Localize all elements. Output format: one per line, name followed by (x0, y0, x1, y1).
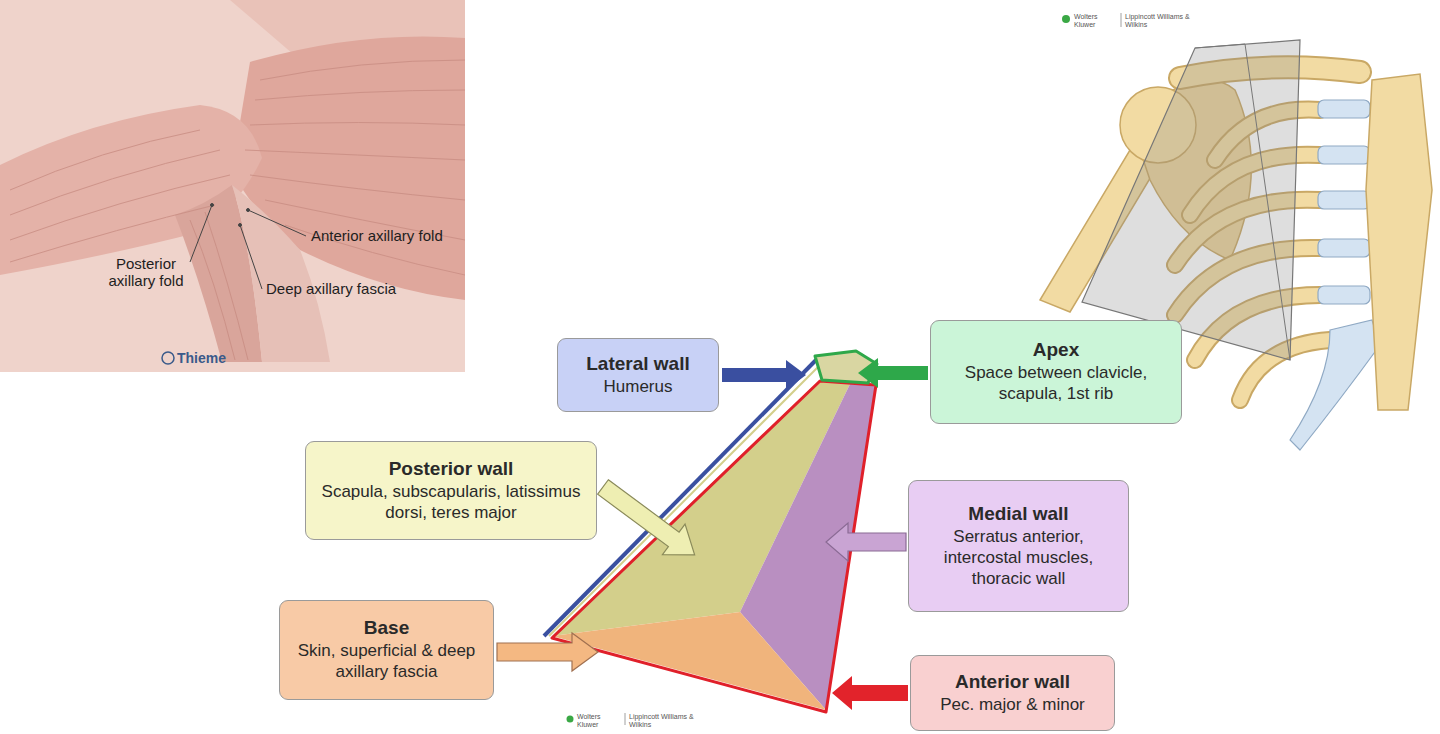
publisher-watermark: Thieme (177, 350, 237, 366)
base-box: BaseSkin, superficial & deep axillary fa… (279, 600, 494, 700)
skeleton-illustration-part (1318, 100, 1370, 118)
wall-description: Humerus (604, 376, 673, 397)
skeleton-illustration-part (1195, 44, 1290, 360)
publisher-watermark: Lippincott Williams & Wilkins (629, 713, 709, 729)
wall-heading: Lateral wall (586, 353, 690, 376)
callout-arrows-part (826, 523, 906, 561)
callout-arrows-part (497, 633, 598, 671)
muscle-illustration-part (10, 205, 215, 262)
wall-description: Serratus anterior, intercostal muscles, … (919, 526, 1118, 590)
muscle-illustration-part (248, 210, 306, 236)
callout-arrows (497, 358, 928, 725)
skeleton-illustration-part (1318, 239, 1370, 257)
part-label: Deep axillary fascia (266, 280, 426, 297)
muscle-illustration-part (211, 204, 214, 207)
muscle-illustration-part (240, 225, 262, 289)
part-label: Posterior axillary fold (96, 255, 196, 290)
skeleton-illustration-part (1318, 191, 1370, 209)
axilla-pyramid-part (552, 381, 876, 712)
anterior-wall-box: Anterior wallPec. major & minor (910, 655, 1115, 731)
axilla-pyramid-part (552, 612, 826, 710)
wall-description: Skin, superficial & deep axillary fascia (294, 640, 479, 683)
skeleton-illustration-part (1366, 74, 1432, 410)
muscle-illustration-part (10, 175, 230, 240)
muscle-illustration-part (190, 205, 212, 262)
muscle-illustration (0, 0, 465, 372)
wall-description: Pec. major & minor (940, 694, 1085, 715)
skeleton-illustration-part (1082, 40, 1300, 360)
muscle-illustration-part (247, 209, 250, 212)
wall-description: Scapula, subscapularis, latissimus dorsi… (319, 481, 584, 524)
muscle-illustration-part (260, 60, 465, 80)
publisher-watermark: Wolters Kluwer (1074, 13, 1118, 29)
muscle-illustration-part (250, 123, 465, 126)
muscle-illustration-part (190, 220, 235, 360)
posterior-wall-box: Posterior wallScapula, subscapularis, la… (305, 441, 597, 540)
callout-arrows-part (592, 472, 706, 570)
skeleton-illustration-part (1318, 286, 1370, 304)
callout-arrows-part (832, 676, 908, 710)
wall-heading: Posterior wall (389, 458, 514, 481)
muscle-illustration-part (232, 185, 330, 362)
apex-box: ApexSpace between clavicle, scapula, 1st… (930, 320, 1182, 424)
callout-arrows-part (625, 713, 626, 725)
muscle-illustration-part (250, 175, 465, 200)
callout-arrows-part (567, 716, 574, 723)
skeleton-illustration-part (1062, 15, 1070, 23)
skeleton-illustration-part (1121, 13, 1122, 27)
skeleton-illustration-part (1318, 146, 1370, 164)
publisher-watermark: Lippincott Williams & Wilkins (1125, 13, 1205, 29)
muscle-illustration-part (245, 150, 465, 160)
muscle-illustration-part (10, 60, 465, 360)
muscle-illustration-part (205, 212, 248, 360)
publisher-watermark: Wolters Kluwer (577, 713, 621, 729)
medial-wall-box: Medial wallSerratus anterior, intercosta… (908, 480, 1129, 612)
wall-description: Space between clavicle, scapula, 1st rib (944, 362, 1169, 405)
callout-arrows-part (722, 360, 806, 390)
wall-heading: Medial wall (968, 503, 1068, 526)
lateral-wall-box: Lateral wallHumerus (557, 338, 719, 412)
callout-arrows-part (592, 472, 706, 570)
muscle-illustration-part (239, 224, 242, 227)
muscle-illustration-part (255, 90, 465, 100)
skeleton-illustration-part (1290, 320, 1380, 450)
part-label: Anterior axillary fold (311, 227, 481, 244)
muscle-illustration-part (190, 204, 306, 290)
muscle-illustration-part (0, 0, 465, 372)
wall-heading: Base (364, 617, 409, 640)
muscle-illustration-part (162, 352, 174, 364)
wall-heading: Apex (1033, 339, 1079, 362)
wall-heading: Anterior wall (955, 671, 1070, 694)
callout-arrows-part (858, 358, 928, 388)
skeleton-illustration-part (1290, 100, 1380, 450)
